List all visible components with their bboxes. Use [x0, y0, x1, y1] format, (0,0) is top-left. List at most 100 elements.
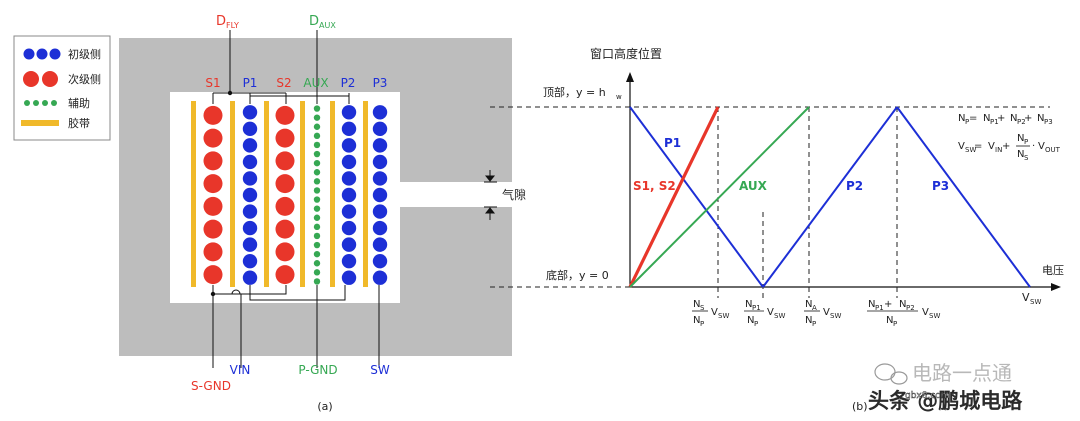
- x-axis-end-label: V SW: [1022, 291, 1041, 306]
- eq1-plus1: +: [997, 113, 1005, 124]
- top-level-sub: w: [616, 93, 622, 101]
- eq2-lhs: V: [958, 141, 965, 152]
- winding-turn: [203, 219, 223, 239]
- wechat-icon: [874, 363, 908, 385]
- winding-turn: [341, 220, 357, 236]
- series-line-p2: [762, 106, 898, 288]
- bottom-level-label: 底部，y = 0: [546, 268, 609, 282]
- tick4-den-sub: P: [893, 320, 897, 328]
- winding-turn: [242, 121, 258, 137]
- series-label-p3: P3: [932, 179, 949, 193]
- tick1-tail: V: [711, 307, 718, 318]
- winding-turn: [341, 270, 357, 285]
- winding-turn: [242, 171, 258, 186]
- winding-turn: [313, 214, 321, 221]
- tick4-num-b-sub: P2: [906, 304, 915, 312]
- winding-turn: [341, 121, 357, 137]
- eq1-lhs: N: [958, 113, 965, 124]
- winding-turn: [341, 154, 357, 170]
- series-labels: P1 S1, S2 AUX P2 P3: [633, 136, 949, 193]
- chart-axes: [626, 72, 1061, 291]
- winding-turn: [275, 105, 295, 125]
- winding-turn: [313, 241, 321, 249]
- winding-turn: [313, 178, 321, 185]
- tick4-num-a: N: [868, 299, 875, 310]
- winding-turn: [313, 150, 321, 158]
- winding-column-p1: [242, 105, 258, 285]
- top-level-text: 顶部，y = h: [543, 85, 606, 99]
- winding-turn: [203, 242, 223, 262]
- legend-tape-label: 胶带: [68, 116, 90, 130]
- tick2-num: N: [745, 299, 752, 310]
- winding-turn: [341, 105, 357, 120]
- eq1-lhs-sub: P: [965, 118, 969, 126]
- winding-turn: [341, 204, 357, 219]
- tick-label-np1-np2-np: N P1 + N P2 N P V SW: [867, 299, 940, 328]
- tick4-num-b: N: [899, 299, 906, 310]
- winding-label-s1: S1: [205, 76, 220, 90]
- winding-turn: [242, 237, 258, 252]
- winding-turn: [242, 220, 258, 236]
- winding-turn: [242, 187, 258, 203]
- winding-turn: [372, 121, 388, 137]
- winding-turn: [313, 205, 321, 212]
- winding-turn: [242, 154, 258, 170]
- series-label-p2: P2: [846, 179, 863, 193]
- winding-column-aux: [313, 105, 321, 285]
- series-label-aux: AUX: [739, 179, 768, 193]
- legend-secondary-icon: [23, 71, 58, 87]
- winding-label-p3: P3: [373, 76, 388, 90]
- tick2-den: N: [747, 315, 754, 326]
- winding-turn: [275, 196, 295, 216]
- winding-turn: [313, 114, 321, 121]
- tick1-num: N: [693, 299, 700, 310]
- winding-label-p2: P2: [341, 76, 356, 90]
- x-axis-title: 电压: [1042, 264, 1064, 277]
- winding-turn: [313, 223, 321, 231]
- legend-primary-label: 初级侧: [68, 47, 101, 61]
- eq1-c-sub: P3: [1044, 118, 1053, 126]
- winding-turn: [313, 132, 321, 140]
- terminal-label-vin: VIN: [230, 363, 251, 377]
- winding-turn: [372, 237, 388, 252]
- winding-turn: [341, 253, 357, 269]
- caption-a: (a): [317, 400, 332, 413]
- winding-turn: [203, 105, 223, 125]
- winding-turn: [372, 171, 388, 186]
- terminal-label-sw: SW: [370, 363, 390, 377]
- winding-turn: [313, 232, 321, 240]
- winding-turn: [341, 237, 357, 252]
- winding-turn: [372, 204, 388, 219]
- x-end-sub: SW: [1030, 298, 1041, 306]
- terminal-label-pgnd: P-GND: [298, 363, 337, 377]
- tick1-den-sub: P: [700, 320, 704, 328]
- legend-secondary-label: 次级侧: [68, 72, 101, 86]
- series-line-p3: [896, 106, 1031, 288]
- winding-turn: [313, 269, 321, 276]
- tick1-num-sub: S: [700, 304, 705, 312]
- winding-turn: [242, 270, 258, 285]
- winding-turn: [313, 123, 321, 130]
- watermark-line1: 电路一点通: [912, 361, 1012, 385]
- tick3-tail: V: [823, 307, 830, 318]
- eq2-b: V: [1038, 141, 1045, 152]
- eq1-b-sub: P2: [1017, 118, 1026, 126]
- eq2-dot: ·: [1032, 141, 1035, 152]
- y-axis-title: 窗口高度位置: [590, 46, 662, 61]
- legend-aux-label: 辅助: [68, 96, 90, 110]
- winding-turn: [275, 174, 295, 194]
- winding-turn: [275, 151, 295, 171]
- tick4-den: N: [886, 315, 893, 326]
- winding-turn: [372, 270, 388, 285]
- winding-turn: [242, 138, 258, 153]
- winding-turn: [313, 196, 321, 203]
- winding-turn: [203, 196, 223, 216]
- winding-turn: [341, 138, 357, 153]
- legend-primary-icon: [23, 48, 61, 60]
- bottom-terminal-labels: S-GND VIN P-GND SW: [191, 363, 390, 393]
- tick1-den: N: [693, 315, 700, 326]
- watermark: 电路一点通 头条 @鹏城电路 gbx8.com: [868, 361, 1023, 413]
- winding-turn: [313, 187, 321, 194]
- eq2-den: N: [1017, 149, 1024, 160]
- tick3-num-sub: A: [812, 304, 817, 312]
